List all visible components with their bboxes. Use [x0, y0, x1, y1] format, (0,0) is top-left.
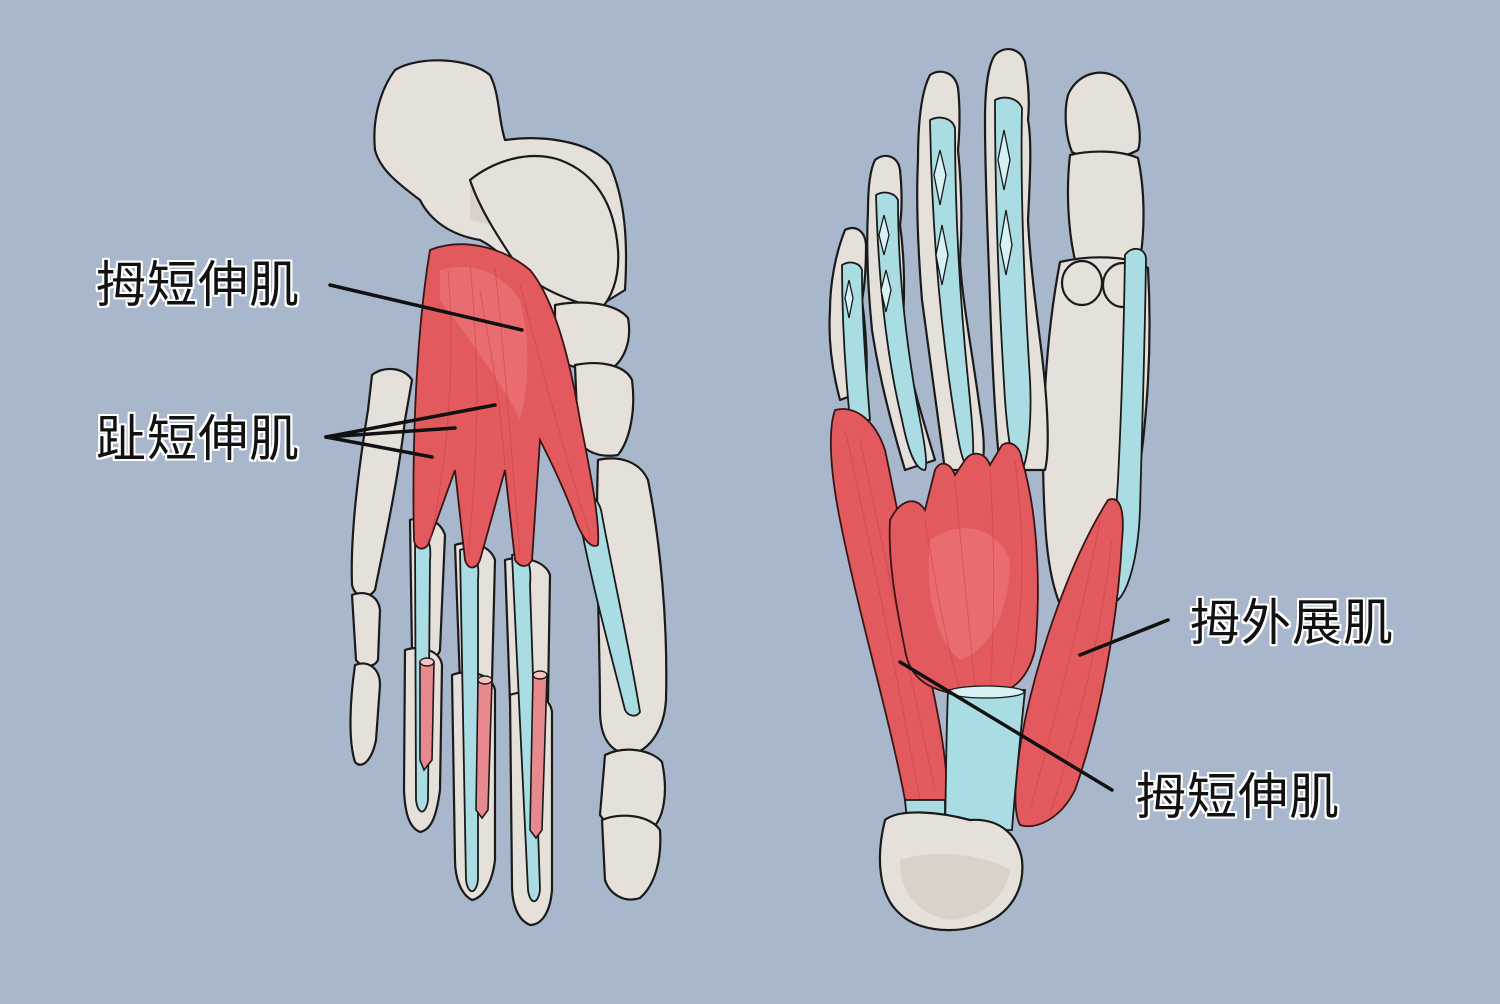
plantar-tendon-third-toe [929, 116, 975, 471]
sesamoid-bone-medial [1060, 259, 1104, 307]
leader-line-right-bottom [898, 660, 1114, 792]
leader-line-left-middle-b [324, 426, 457, 439]
fifth-metatarsal [350, 367, 414, 598]
label-abductor-hallucis: 拇外展肌 [1190, 594, 1394, 652]
big-toe-distal [600, 814, 662, 901]
plantar-tendon-second-toe [994, 96, 1032, 471]
plantar-big-toe-distal [1064, 71, 1141, 160]
fifth-toe-phalanx [350, 592, 382, 668]
first-metatarsal [595, 457, 668, 757]
fifth-toe-distal [349, 662, 382, 766]
label-extensor-digitorum-brevis: 趾短伸肌 [96, 410, 300, 468]
plantar-tendon-fourth-toe [875, 191, 928, 471]
cut-tendon-stump-4 [419, 661, 435, 772]
navicular-bone [573, 362, 635, 457]
leader-line-left-middle-c [324, 435, 434, 459]
leader-line-left-middle-a [324, 403, 497, 439]
dorsal-foot-illustration [324, 59, 668, 927]
abductor-hallucis-muscle [1014, 498, 1124, 828]
plantar-aponeurosis [944, 689, 1026, 831]
leader-line-left-top [328, 283, 524, 332]
tendon-big-toe [573, 492, 641, 717]
leader-line-right-top [1078, 618, 1170, 657]
plantar-foot-illustration [828, 48, 1170, 932]
plantar-big-toe-proximal [1066, 150, 1145, 266]
label-extensor-hallucis-brevis-right: 拇短伸肌 [1136, 768, 1340, 826]
label-extensor-hallucis-brevis-left: 拇短伸肌 [96, 256, 300, 314]
